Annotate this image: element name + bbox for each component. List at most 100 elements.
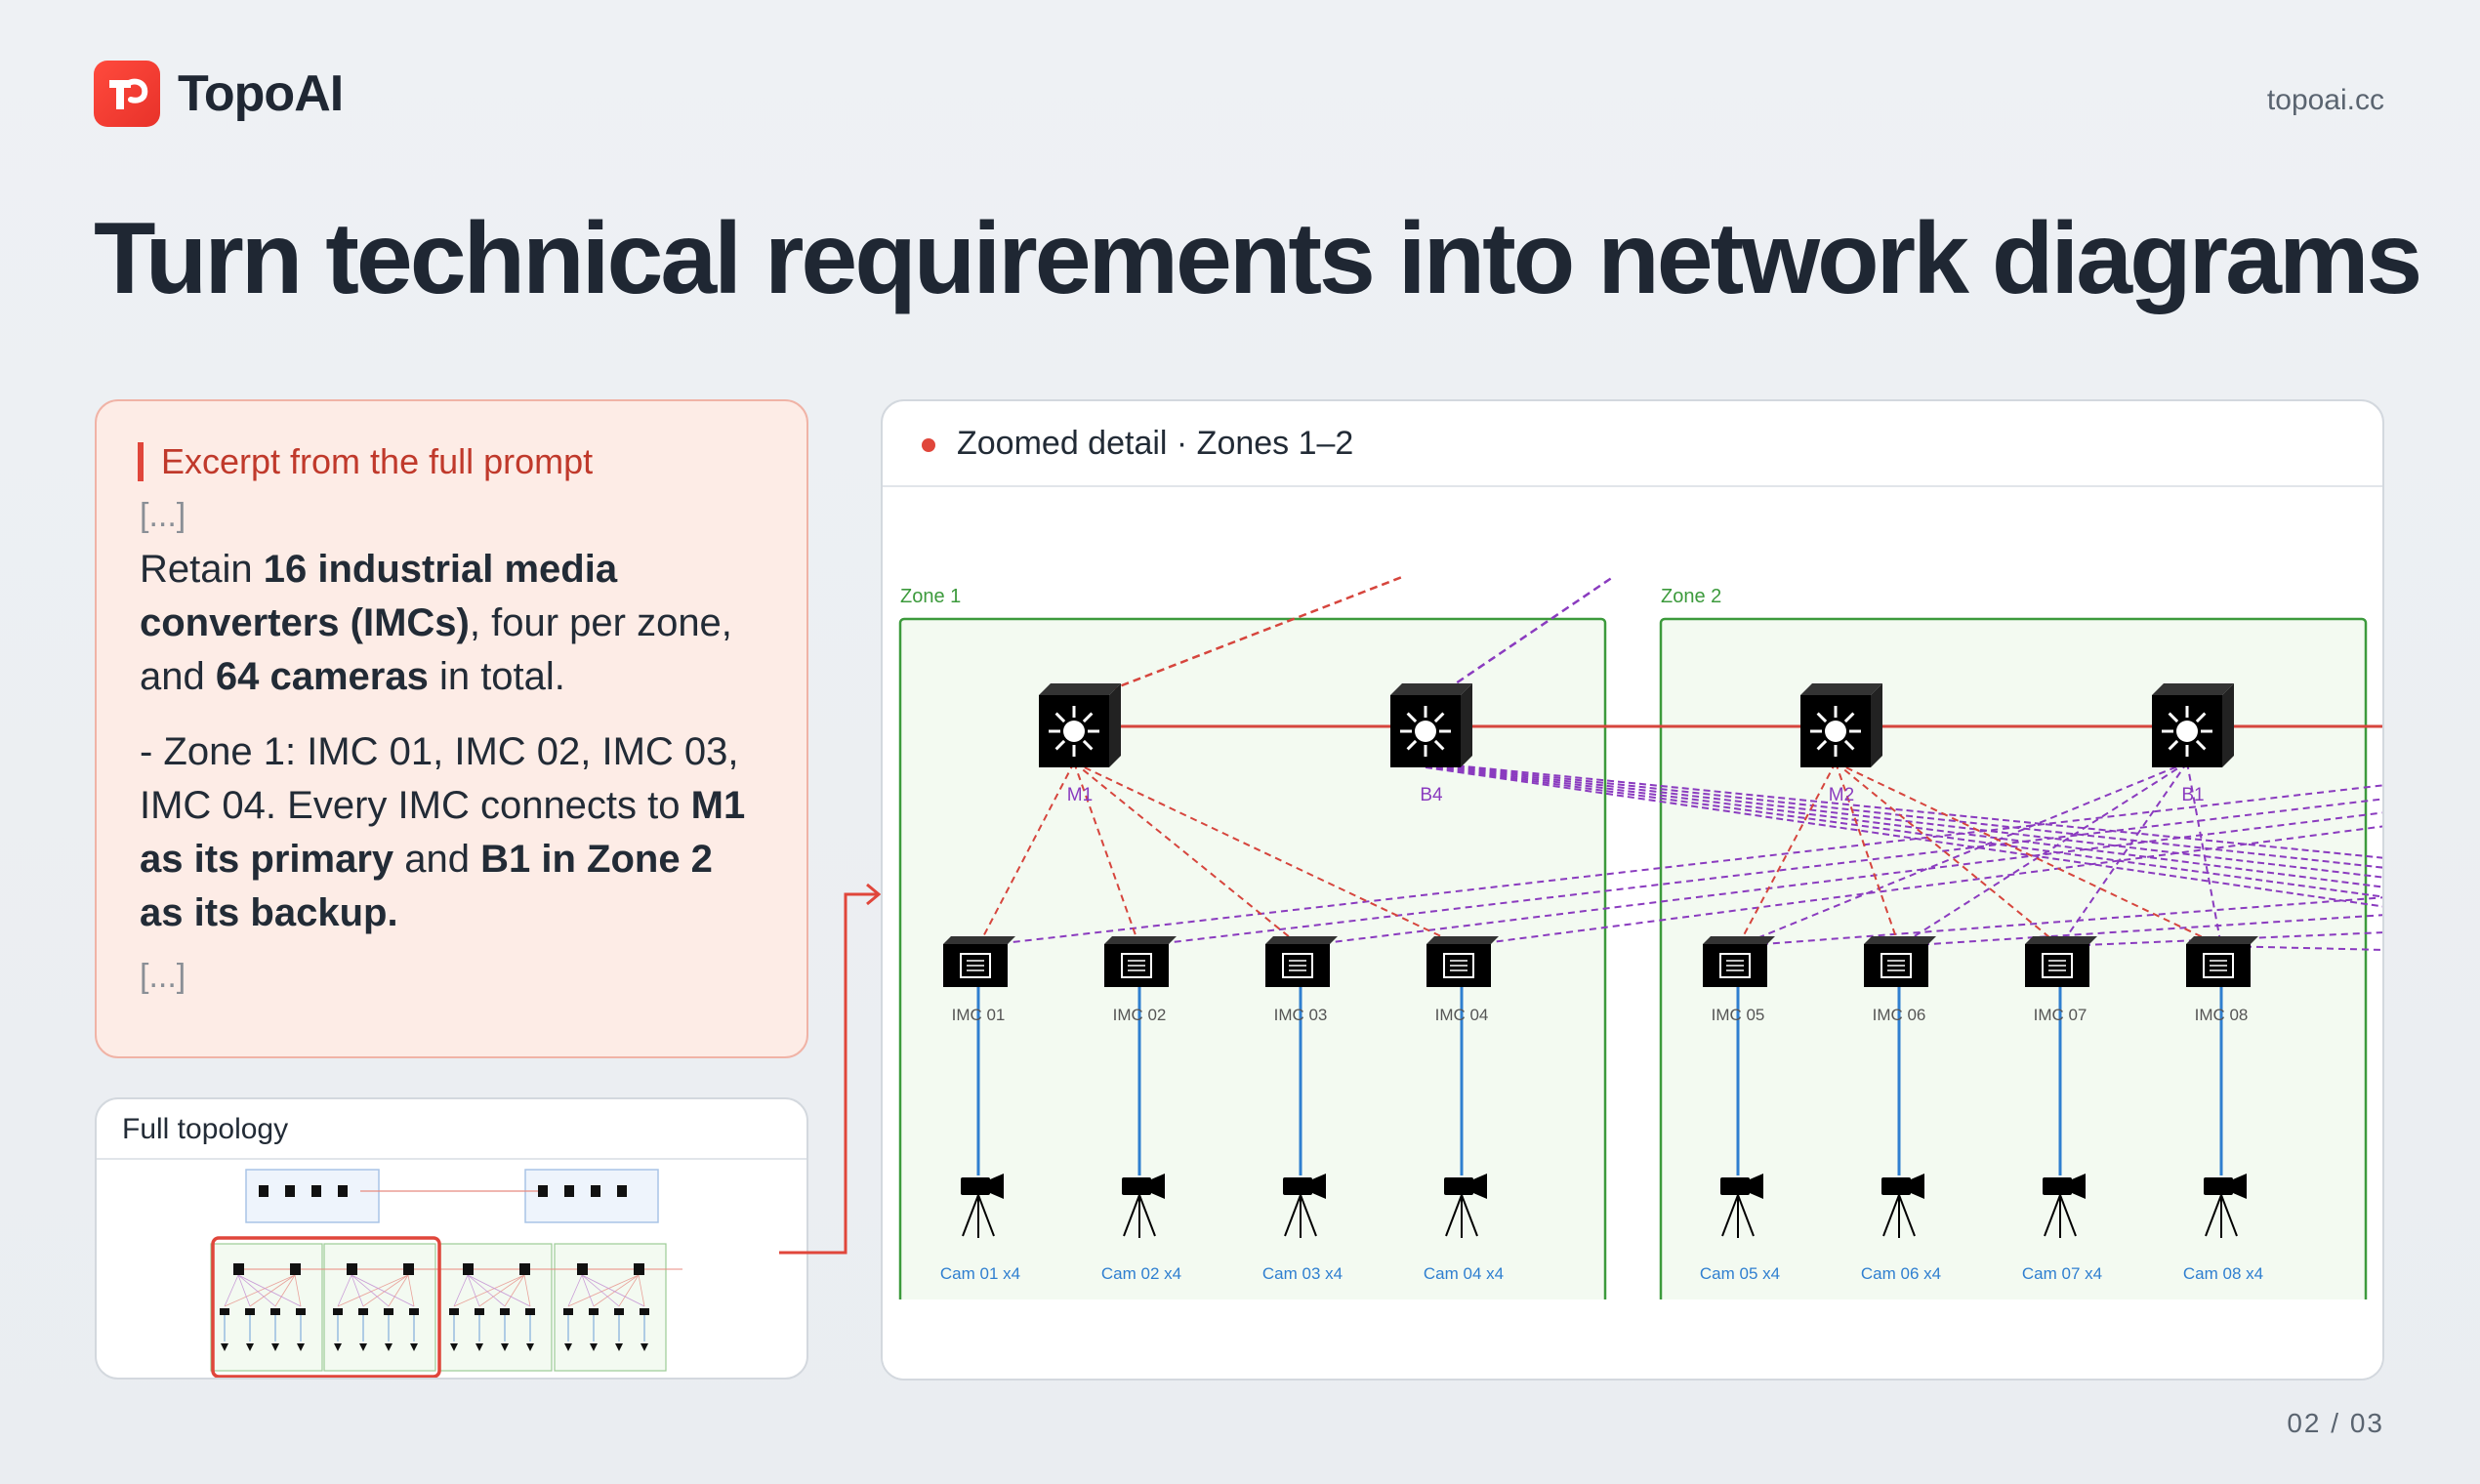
camera-lens: [1750, 1174, 1763, 1199]
imc-label: IMC 07: [2034, 1006, 2087, 1024]
emphasis-text: 16 industrial media converters (IMCs): [140, 548, 618, 644]
backup-link: [2059, 931, 2382, 947]
imc-face: [1443, 953, 1474, 978]
camera-icon: [1720, 1174, 1763, 1238]
mini-imc: [500, 1308, 510, 1315]
mini-camera: [641, 1343, 648, 1351]
mini-camera: [564, 1343, 572, 1351]
mini-node: [259, 1185, 269, 1197]
switch-label: M1: [1067, 785, 1093, 805]
mini-link: [274, 1274, 296, 1307]
switch-arrow: [2195, 739, 2207, 751]
backup-link: [1425, 765, 2382, 898]
mini-link: [453, 1274, 469, 1307]
mini-switch: [290, 1263, 301, 1275]
brand-name: TopoAI: [178, 65, 344, 122]
full-topology-thumbnail: [210, 1169, 682, 1378]
mini-link: [351, 1274, 364, 1307]
mini-imc: [449, 1308, 459, 1315]
switch-hub: [1825, 721, 1846, 742]
camera-lens: [1312, 1174, 1326, 1199]
tripod-leg: [1300, 1194, 1317, 1237]
mini-node: [538, 1185, 548, 1197]
mini-link: [237, 1274, 276, 1307]
switch-arrow: [2195, 712, 2207, 723]
switch-label: B4: [1420, 785, 1443, 805]
mini-camera: [334, 1343, 342, 1351]
backup-link: [1425, 766, 2382, 908]
ellipsis-top: [...]: [140, 497, 186, 534]
prompt-text-run: , four per zone, and: [140, 601, 732, 698]
full-topology-card[interactable]: Full topology: [95, 1097, 808, 1380]
mini-link: [237, 1274, 251, 1307]
tripod-leg: [1882, 1194, 1900, 1237]
mini-camera: [221, 1343, 228, 1351]
mini-link: [224, 1274, 239, 1307]
camera-label: Cam 06 x4: [1861, 1264, 1941, 1283]
emphasis-text: 64 cameras: [215, 655, 429, 698]
backup-link: [1138, 798, 2382, 947]
switch-arrow: [2168, 712, 2179, 723]
camera-icon: [2204, 1174, 2247, 1238]
mini-camera: [526, 1343, 534, 1351]
mini-link: [581, 1274, 620, 1307]
mini-imc: [614, 1308, 624, 1315]
imc-icon: [1864, 936, 1936, 987]
imc-face: [2042, 953, 2073, 978]
mini-imc: [563, 1308, 573, 1315]
mini-link: [453, 1274, 525, 1307]
mini-switch: [463, 1263, 474, 1275]
page-title: Turn technical requirements into network…: [94, 202, 2422, 315]
mini-link: [237, 1274, 302, 1307]
zone-label: Zone 1: [900, 586, 961, 607]
camera-body: [1122, 1177, 1151, 1195]
prompt-text-run: - Zone 1: IMC 01, IMC 02, IMC 03, IMC 04…: [140, 730, 739, 827]
backup-link: [1898, 762, 2188, 947]
mini-link: [593, 1274, 640, 1307]
primary-link: [1073, 762, 1302, 947]
mini-switch: [577, 1263, 588, 1275]
mini-camera: [297, 1343, 305, 1351]
mini-node: [311, 1185, 321, 1197]
imc-top: [1265, 936, 1338, 944]
mini-imc: [296, 1308, 306, 1315]
tripod-leg: [1445, 1194, 1463, 1237]
divider: [97, 1158, 806, 1160]
imc-label: IMC 02: [1113, 1006, 1167, 1024]
switch-side: [2222, 683, 2234, 767]
mini-link: [337, 1274, 352, 1307]
imc-top: [1703, 936, 1775, 944]
switch-hub: [2176, 721, 2198, 742]
mini-link: [467, 1274, 506, 1307]
mini-link: [523, 1274, 531, 1307]
site-url[interactable]: topoai.cc: [2266, 84, 2384, 116]
imc-top: [1104, 936, 1177, 944]
mini-camera: [475, 1343, 483, 1351]
primary-link: [1073, 762, 1463, 947]
mini-imc: [640, 1308, 649, 1315]
imc-label: IMC 04: [1435, 1006, 1489, 1024]
camera-icon: [1881, 1174, 1924, 1238]
mini-switch: [347, 1263, 357, 1275]
imc-face: [960, 953, 991, 978]
switch-side: [1871, 683, 1882, 767]
emphasis-text: M1 as its primary: [140, 784, 746, 881]
tripod-leg: [962, 1194, 979, 1237]
mini-node: [564, 1185, 574, 1197]
mini-link: [618, 1274, 640, 1307]
mini-link: [581, 1274, 595, 1307]
switch-arrow: [1054, 712, 1066, 723]
camera-label: Cam 07 x4: [2022, 1264, 2102, 1283]
switch-top: [1039, 683, 1121, 695]
mini-camera: [450, 1343, 458, 1351]
imc-top: [2186, 936, 2258, 944]
camera-lens: [2072, 1174, 2086, 1199]
imc-icon: [943, 936, 1015, 987]
switch-arrow: [1816, 739, 1828, 751]
mini-camera: [359, 1343, 367, 1351]
mini-zone: [323, 1243, 436, 1372]
page-indicator: 02 / 03: [2287, 1408, 2384, 1438]
camera-body: [1720, 1177, 1750, 1195]
tripod-leg: [1461, 1194, 1478, 1237]
